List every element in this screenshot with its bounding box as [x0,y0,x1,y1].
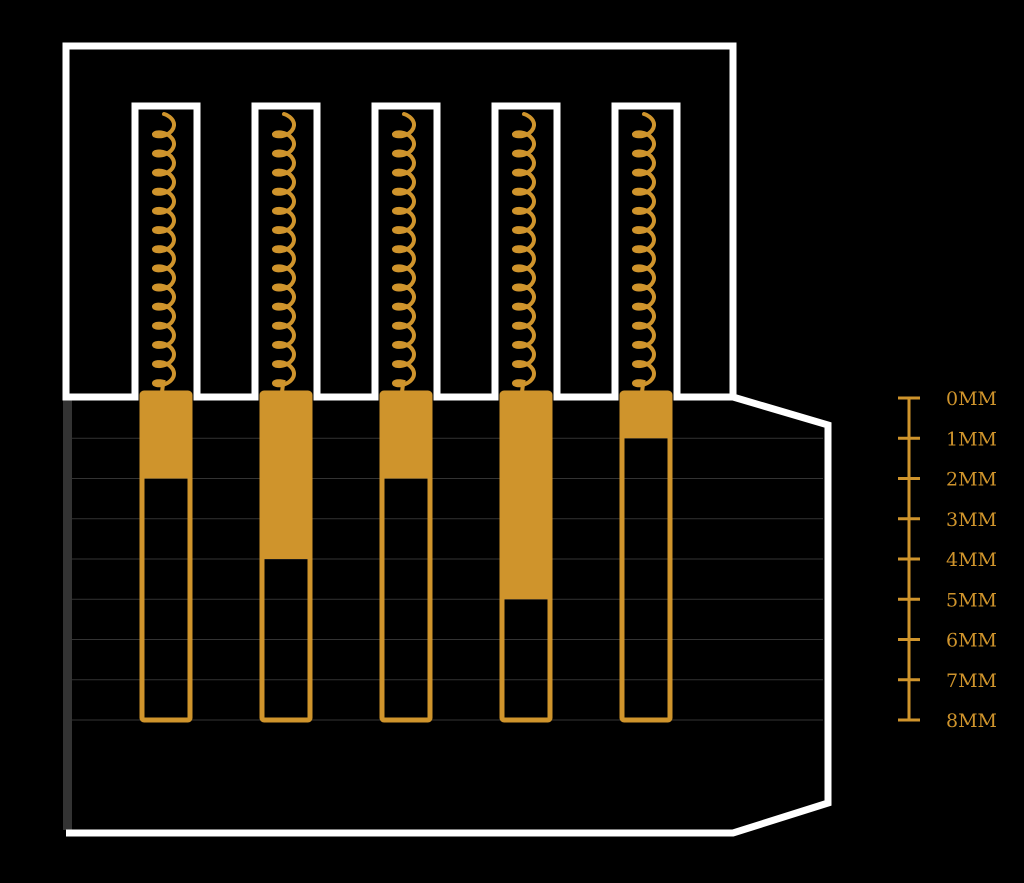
depth-grid [72,437,823,721]
driver-pin [500,392,552,600]
pin-stack-5 [619,112,673,723]
spring-icon [271,112,297,398]
spring-icon [151,112,177,398]
pin-stack-1 [139,112,193,723]
lock-plug-outline [66,393,832,837]
scale-label: 5MM [946,589,997,611]
scale-label: 4MM [946,549,997,571]
pin-stack-4 [499,112,553,723]
spring-icon [511,112,537,398]
scale-label: 3MM [946,509,997,531]
pin-stack-3 [379,112,433,723]
driver-pin [620,392,672,439]
pin-stacks [139,112,673,723]
depth-scale: 0MM 1MM 2MM 3MM 4MM 5MM 6MM 7MM 8MM [898,388,997,732]
scale-label: 7MM [946,670,997,692]
key-pin [619,390,673,723]
spring-icon [631,112,657,398]
scale-label: 6MM [946,630,997,652]
scale-label: 8MM [946,710,997,732]
scale-label: 0MM [946,388,997,410]
spring-icon [391,112,417,398]
driver-pin [260,392,312,559]
driver-pin [140,392,192,479]
scale-label: 2MM [946,469,997,491]
pin-stack-2 [259,112,313,723]
driver-pin [380,392,432,479]
lock-housing-outline [62,42,737,401]
plug-left-edge [63,398,72,830]
scale-label: 1MM [946,428,997,450]
